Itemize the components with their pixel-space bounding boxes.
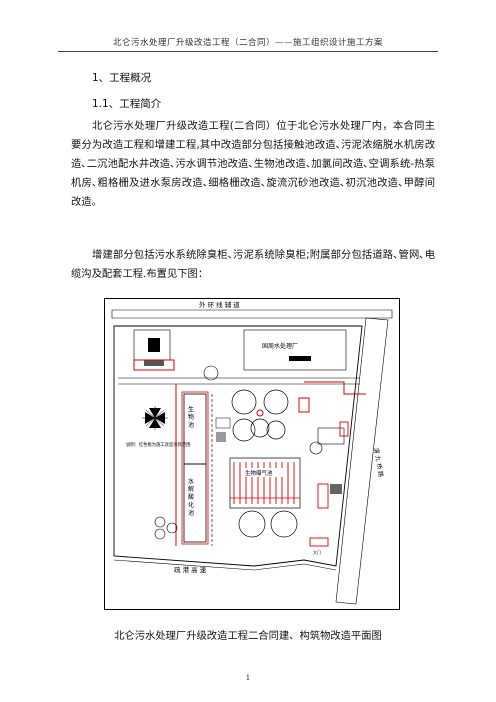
clarifier-2	[263, 389, 289, 415]
red-pipe-top	[304, 381, 366, 395]
lower-left-tank-2	[166, 522, 178, 534]
small-structure-1	[215, 417, 231, 429]
clarifier-5	[266, 420, 286, 440]
pool-hydrolysis	[183, 463, 207, 543]
clarifier-3	[232, 418, 256, 442]
admin-wing	[148, 338, 160, 352]
aeration-label-bg	[242, 468, 286, 477]
small-structure-2	[216, 432, 226, 442]
clarifier-4	[250, 418, 270, 438]
plant-name-box	[243, 329, 347, 371]
lower-clarifier-2	[270, 510, 298, 538]
red-box-right-1	[339, 421, 349, 437]
road-right-band	[335, 317, 389, 605]
red-box-top-left	[133, 359, 175, 371]
pool-biological-label: 生 物 池	[187, 405, 194, 428]
gate-structure	[309, 537, 329, 547]
figure-caption: 北仑污水处理厂升级改造工程二合同建、构筑物改造平面图	[114, 630, 382, 642]
pool-biological	[183, 393, 207, 465]
running-header: 北仑污水处理厂升级改造工程（二合同）——施工组织设计施工方案	[112, 38, 383, 48]
section-heading: 1、工程概况	[92, 72, 152, 84]
clarifier-1	[231, 389, 257, 415]
road-bottom-band	[113, 559, 337, 571]
red-box-thickener	[298, 397, 310, 413]
tree-symbol	[142, 406, 168, 430]
hatched-strip	[144, 360, 164, 366]
page-number: 1	[245, 674, 251, 682]
lower-left-tank-1	[154, 516, 166, 528]
right-tank	[309, 441, 323, 455]
site-plan-drawing: 外 环 线 辅 道 渭 九 桥 路 疏 港 高 速 国周水处理厂	[104, 298, 400, 610]
site-plan-figure: 外 环 线 辅 道 渭 九 桥 路 疏 港 高 速 国周水处理厂	[104, 298, 400, 610]
road-top-band	[111, 309, 393, 319]
aeration-tank-label: 生物曝气池	[245, 469, 273, 477]
road-bottom-label: 疏 港 高 速	[174, 565, 207, 574]
pool-hydrolysis-label: 水 解 酸 化 池	[187, 477, 194, 516]
lower-left-tank-3	[154, 528, 166, 540]
distribution-well	[256, 409, 264, 417]
plant-name-tag	[289, 356, 311, 361]
subsection-heading: 1.1、工程简介	[92, 98, 162, 110]
lower-clarifier-1	[238, 510, 266, 538]
right-structure	[330, 484, 342, 494]
body-paragraph-1: 北仑污水处理厂升级改造工程(二合同）位于北仑污水处理厂内，本合同主要分为改造工程…	[71, 120, 435, 208]
red-box-right-2	[317, 483, 329, 509]
road-right-label: 渭 九 桥 路	[372, 447, 385, 478]
red-box-pools	[181, 391, 209, 545]
figure-note: 说明：红色框为施工改造项目范围	[126, 441, 190, 448]
gate-label: 大门	[313, 549, 321, 555]
plan-frame	[104, 298, 400, 610]
body-paragraph-2: 增建部分包括污水系统除臭柜､污泥系统除臭柜;附属部分包括道路､管网､电缆沟及配套…	[71, 249, 435, 280]
header-rule	[58, 51, 438, 52]
plant-name-label: 国周水处理厂	[262, 342, 298, 350]
plant-boundary	[113, 325, 363, 567]
road-top-label: 外 环 线 辅 道	[199, 300, 240, 309]
aeration-tank	[229, 457, 301, 509]
roundabout	[203, 365, 219, 381]
